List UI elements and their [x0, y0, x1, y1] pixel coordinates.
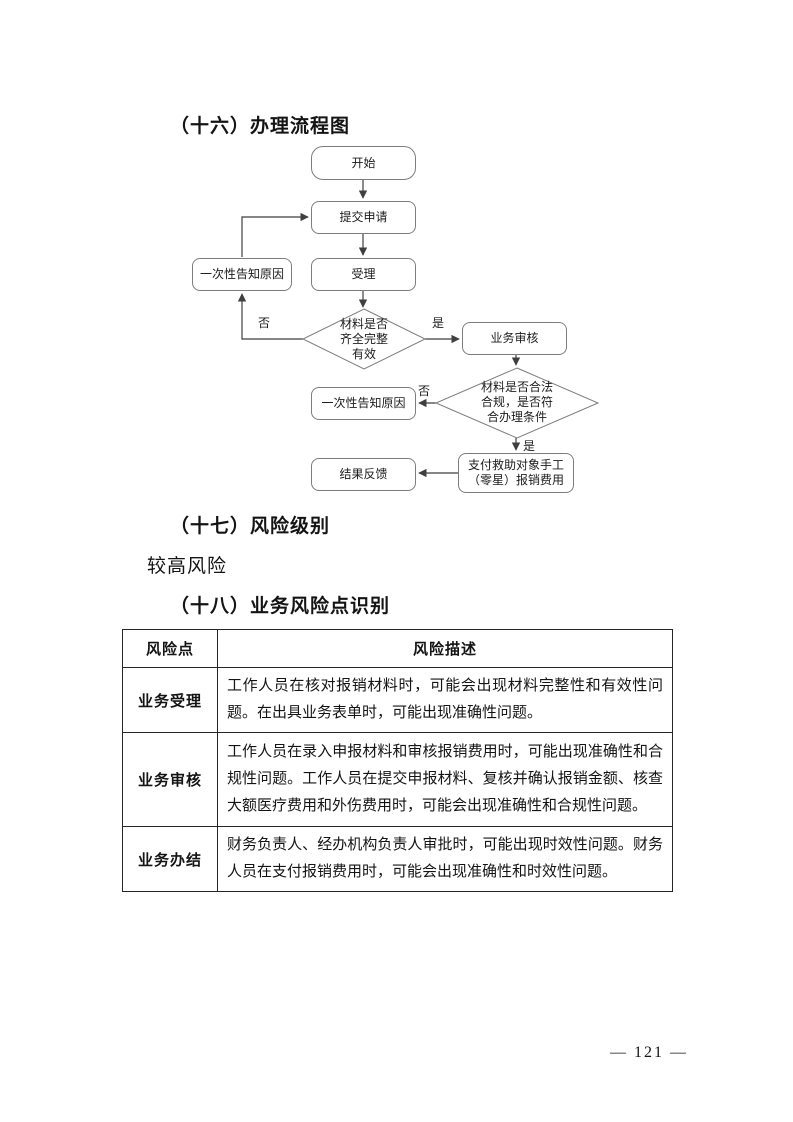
- table-row-acceptance: 业务受理 工作人员在核对报销材料时，可能会出现材料完整性和有效性问题。在出具业务…: [122, 667, 673, 733]
- risk-level-text: 较高风险: [147, 556, 228, 577]
- risk-table-header-desc: 风险描述: [217, 629, 673, 668]
- risk-point-acceptance: 业务受理: [122, 667, 218, 733]
- decision-diamond-materials-complete: [301, 308, 427, 370]
- flow-node-start: 开始: [311, 146, 416, 180]
- flow-node-business-review: 业务审核: [462, 322, 567, 355]
- flow-node-notify-reason-1: 一次性告知原因: [192, 258, 292, 291]
- branch-label-no-2: 否: [418, 384, 431, 398]
- section-heading-17: （十七）风险级别: [170, 516, 331, 537]
- decision-text-materials-complete: 材料是否齐全完整有效: [339, 317, 388, 361]
- section-heading-16: （十六）办理流程图: [170, 116, 351, 137]
- flow-node-pay-reimbursement: 支付救助对象手工（零星）报销费用: [458, 453, 574, 493]
- branch-label-yes-1: 是: [432, 316, 445, 330]
- flow-connector-notify1-submit: [241, 212, 309, 257]
- flow-connector-check1-notify1: [237, 293, 303, 340]
- risk-point-review: 业务审核: [122, 732, 218, 827]
- branch-label-no-1: 否: [258, 316, 271, 330]
- decision-diamond-materials-legal: [434, 367, 600, 439]
- risk-desc-completion: 财务负责人、经办机构负责人审批时，可能出现时效性问题。财务人员在支付报销费用时，…: [217, 826, 673, 892]
- flow-node-accept: 受理: [311, 258, 416, 291]
- decision-text-materials-legal: 材料是否合法合规，是否符合办理条件: [480, 380, 553, 424]
- table-row-review: 业务审核 工作人员在录入申报材料和审核报销费用时，可能出现准确性和合规性问题。工…: [122, 732, 673, 827]
- risk-desc-review: 工作人员在录入申报材料和审核报销费用时，可能出现准确性和合规性问题。工作人员在提…: [217, 732, 673, 827]
- risk-point-completion: 业务办结: [122, 826, 218, 892]
- page-number: — 121 —: [610, 1044, 688, 1061]
- risk-table-header-point: 风险点: [122, 629, 218, 668]
- risk-table: 风险点 风险描述 业务受理 工作人员在核对报销材料时，可能会出现材料完整性和有效…: [122, 629, 673, 892]
- section-heading-18: （十八）业务风险点识别: [170, 596, 391, 617]
- table-row-completion: 业务办结 财务负责人、经办机构负责人审批时，可能出现时效性问题。财务人员在支付报…: [122, 826, 673, 892]
- flow-node-submit-application: 提交申请: [311, 201, 416, 234]
- risk-table-header-row: 风险点 风险描述: [122, 629, 673, 668]
- risk-desc-acceptance: 工作人员在核对报销材料时，可能会出现材料完整性和有效性问题。在出具业务表单时，可…: [217, 667, 673, 733]
- branch-label-yes-2: 是: [523, 439, 536, 453]
- flow-node-notify-reason-2: 一次性告知原因: [311, 387, 416, 420]
- flow-node-result-feedback: 结果反馈: [311, 458, 416, 491]
